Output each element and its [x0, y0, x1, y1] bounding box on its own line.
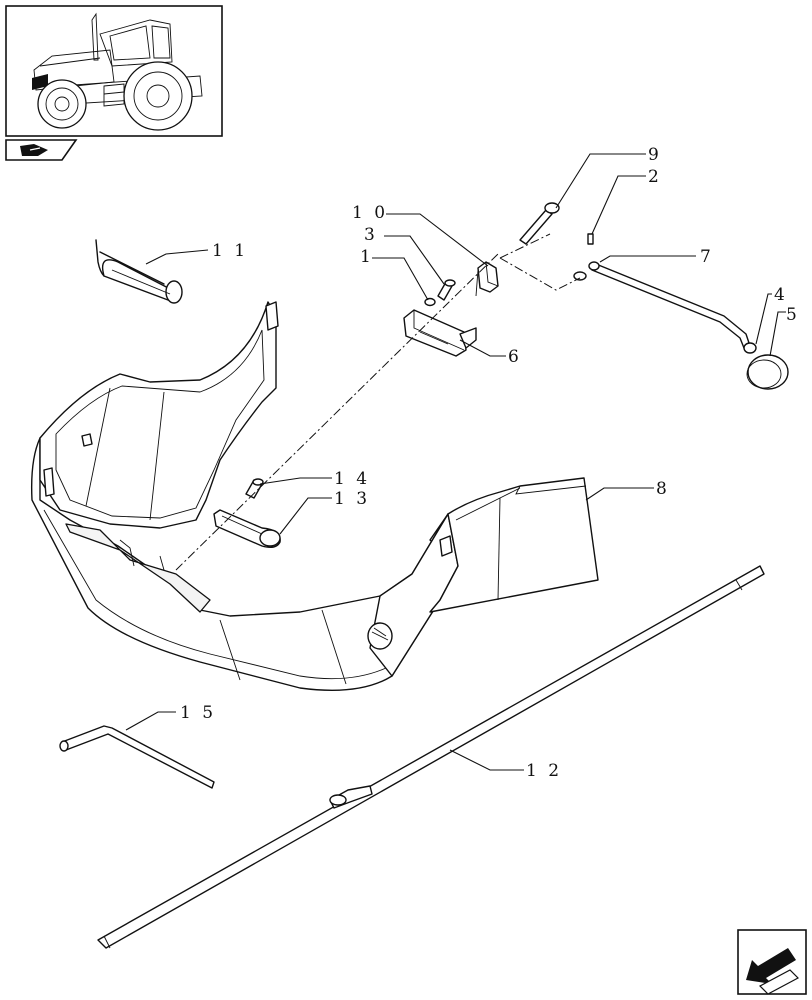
part-front-shell: [30, 301, 459, 691]
part-10-bracket: [475, 261, 499, 297]
callout-3: 3: [364, 225, 378, 245]
callout-6: 6: [508, 347, 522, 367]
callout-1: 1: [360, 247, 374, 267]
callout-13: 1 3: [334, 489, 370, 509]
section-book-icon[interactable]: [5, 139, 78, 161]
part-1-washer: [424, 297, 436, 307]
callout-11: 1 1: [212, 241, 248, 261]
part-6-latch-block: [403, 309, 477, 357]
part-11-seal-profile: [95, 239, 183, 304]
part-12-strap: [97, 565, 765, 949]
callout-12: 1 2: [526, 761, 562, 781]
callout-7: 7: [700, 247, 714, 267]
callout-10: 1 0: [352, 203, 388, 223]
part-7-rod: [573, 261, 751, 349]
part-8-side-panel: [429, 477, 599, 613]
callout-8: 8: [656, 479, 670, 499]
tractor-thumbnail-icon[interactable]: [5, 5, 223, 137]
part-9-bolt: [519, 202, 560, 245]
part-13-handle: [213, 509, 281, 549]
part-5-cap: [746, 354, 789, 390]
part-2-pin: [587, 233, 594, 245]
part-3-screw: [437, 279, 456, 301]
next-page-arrow-icon[interactable]: [737, 929, 807, 995]
callout-5: 5: [786, 305, 800, 325]
part-15-hex-key: [59, 725, 215, 789]
part-14-screw: [245, 478, 264, 499]
part-4-nut: [743, 342, 757, 354]
callout-14: 1 4: [334, 469, 370, 489]
leader-lines: [125, 153, 786, 771]
callout-4: 4: [774, 285, 788, 305]
callout-15: 1 5: [180, 703, 216, 723]
callout-2: 2: [648, 167, 662, 187]
callout-9: 9: [648, 145, 662, 165]
